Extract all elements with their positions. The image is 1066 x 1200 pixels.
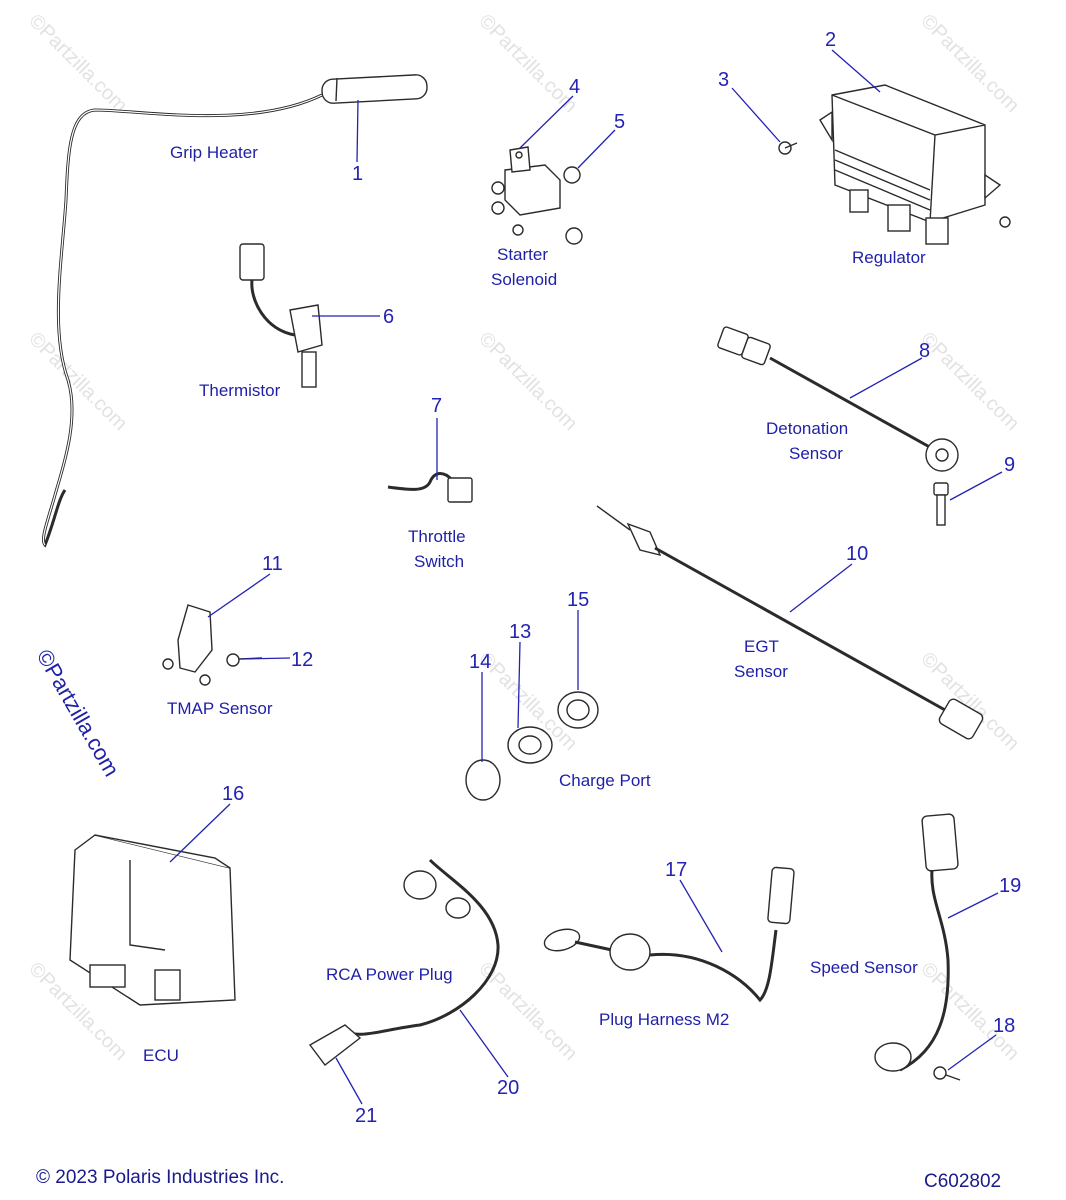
throttle-switch-connector-icon: [447, 477, 473, 503]
callout-11: 11: [262, 553, 283, 575]
thermistor-connector-icon: [239, 243, 265, 281]
part-bolt-9[interactable]: [933, 482, 949, 526]
label-starter: Starter: [497, 245, 548, 264]
callout-19: 19: [999, 875, 1021, 897]
bolt-icon: [933, 482, 949, 496]
plug-harness-cap-icon: [543, 928, 581, 952]
part-grip-heater[interactable]: [41, 74, 428, 548]
watermark-main: ©Partzilla.com: [32, 645, 125, 781]
label-tmap: TMAP Sensor: [167, 699, 273, 718]
callout-1: 1: [352, 163, 363, 185]
part-screw-3[interactable]: [778, 141, 798, 155]
grip-heater-grip-icon: [321, 74, 428, 104]
label-egt: EGT: [744, 637, 779, 656]
label-ecu: ECU: [143, 1046, 179, 1065]
egt-connector-icon: [938, 698, 984, 740]
part-tmap-sensor[interactable]: [162, 604, 213, 686]
part-thermistor[interactable]: [239, 243, 323, 388]
callout-numbers: 1 2 3 4 5 6 7 8 9 10 11 12 13 14 15 16 1…: [222, 29, 1021, 1127]
speed-sensor-head-icon: [874, 1042, 912, 1072]
copyright-text: © 2023 Polaris Industries Inc.: [36, 1167, 284, 1188]
egt-probe-icon: [626, 522, 662, 557]
part-throttle-switch[interactable]: [387, 472, 473, 503]
part-regulator[interactable]: [819, 84, 1011, 245]
nut-icon: [563, 166, 581, 184]
thermistor-sensor-icon: [289, 304, 323, 353]
label-switch: Switch: [414, 552, 464, 571]
label-solenoid: Solenoid: [491, 270, 557, 289]
label-plug-harness: Plug Harness M2: [599, 1010, 729, 1029]
watermark: ©Partzilla.com: [474, 10, 581, 117]
part-ecu[interactable]: [69, 834, 236, 1006]
charge-port-cap-icon: [465, 759, 501, 801]
callout-12: 12: [291, 649, 313, 671]
callout-15: 15: [567, 589, 589, 611]
throttle-switch-wire: [387, 472, 454, 491]
part-rca-power-plug[interactable]: [308, 858, 500, 1066]
speed-sensor-connector-icon: [921, 813, 959, 872]
watermark: ©Partzilla.com: [916, 10, 1023, 117]
part-bolt-12[interactable]: [226, 653, 263, 667]
watermark: ©Partzilla.com: [474, 328, 581, 435]
label-egt-sensor: Sensor: [734, 662, 788, 681]
callout-8: 8: [919, 340, 930, 362]
rca-socket-icon: [403, 870, 437, 900]
part-nut-5[interactable]: [563, 166, 583, 245]
part-charge-port[interactable]: [465, 691, 599, 801]
callout-17: 17: [665, 859, 687, 881]
callout-2: 2: [825, 29, 836, 51]
callout-6: 6: [383, 306, 394, 328]
callout-14: 14: [469, 651, 491, 673]
label-rca: RCA Power Plug: [326, 965, 453, 984]
watermark: ©Partzilla.com: [916, 958, 1023, 1065]
callout-21: 21: [355, 1105, 377, 1127]
part-labels: Grip Heater Starter Solenoid Regulator T…: [143, 143, 926, 1065]
callout-18: 18: [993, 1015, 1015, 1037]
callout-4: 4: [569, 76, 580, 98]
label-det-sensor: Sensor: [789, 444, 843, 463]
bolt-icon: [933, 1066, 947, 1080]
label-throttle: Throttle: [408, 527, 466, 546]
part-starter-solenoid[interactable]: [491, 146, 561, 236]
watermark: ©Partzilla.com: [916, 328, 1023, 435]
part-bolt-18[interactable]: [933, 1066, 961, 1081]
callout-5: 5: [614, 111, 625, 133]
watermark: ©Partzilla.com: [24, 10, 131, 117]
label-charge-port: Charge Port: [559, 771, 651, 790]
callout-10: 10: [846, 543, 868, 565]
label-speed-sensor: Speed Sensor: [810, 958, 918, 977]
label-thermistor: Thermistor: [199, 381, 281, 400]
callout-20: 20: [497, 1077, 519, 1099]
diagram-id: C602802: [924, 1171, 1001, 1192]
callout-13: 13: [509, 621, 531, 643]
plug-harness-socket-icon: [609, 933, 651, 971]
part-speed-sensor[interactable]: [874, 813, 959, 1072]
label-grip-heater: Grip Heater: [170, 143, 258, 162]
plug-harness-connector-icon: [767, 866, 795, 925]
part-detonation-sensor[interactable]: [717, 326, 959, 472]
callout-9: 9: [1004, 454, 1015, 476]
leader-lines: [169, 49, 1003, 1105]
callout-7: 7: [431, 395, 442, 417]
rca-plug-icon: [308, 1024, 362, 1066]
part-egt-sensor[interactable]: [596, 505, 984, 741]
label-detonation: Detonation: [766, 419, 848, 438]
label-regulator: Regulator: [852, 248, 926, 267]
callout-16: 16: [222, 783, 244, 805]
rca-cap-icon: [445, 897, 471, 919]
watermark: ©Partzilla.com: [24, 328, 131, 435]
part-plug-harness-m2[interactable]: [542, 866, 795, 1003]
nut-icon: [565, 227, 583, 245]
grip-heater-wire: [41, 93, 323, 548]
bolt-icon: [226, 653, 240, 667]
callout-3: 3: [718, 69, 729, 91]
solenoid-body-icon: [504, 164, 561, 216]
tmap-sensor-icon: [177, 604, 213, 673]
